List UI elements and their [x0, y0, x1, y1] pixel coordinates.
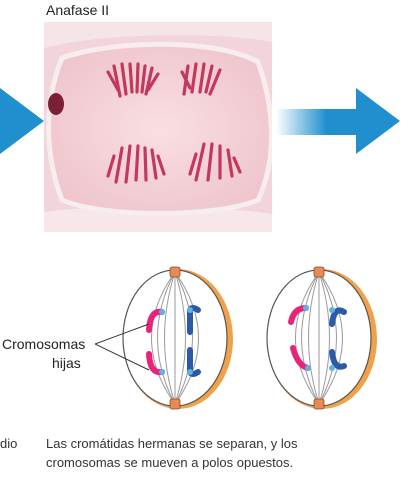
chromosome-cluster-lower-right [188, 142, 242, 182]
anaphase-micrograph [44, 22, 272, 232]
arrow-right-icon [276, 88, 400, 154]
cell-left [122, 266, 233, 410]
caption-left-fragment: dio [0, 436, 18, 451]
stage-title: Anafase II [46, 2, 110, 18]
label-leader-lines [95, 323, 150, 371]
anaphase-cell-diagram [122, 266, 377, 410]
chromosome-cluster-lower-left [106, 144, 166, 184]
cell-right [266, 266, 377, 410]
chromosome-cluster-upper-left [106, 62, 160, 98]
label-daughter-chromosomes-line1: Cromosomas [2, 336, 86, 352]
caption-line-1: Las cromátidas hermanas se separan, y lo… [46, 436, 298, 451]
label-daughter-chromosomes-line2: hijas [52, 355, 81, 371]
chromosome-cluster-upper-right [180, 62, 222, 96]
caption-line-2: cromosomas se mueven a polos opuestos. [46, 455, 294, 470]
arrow-left-icon [0, 88, 44, 154]
